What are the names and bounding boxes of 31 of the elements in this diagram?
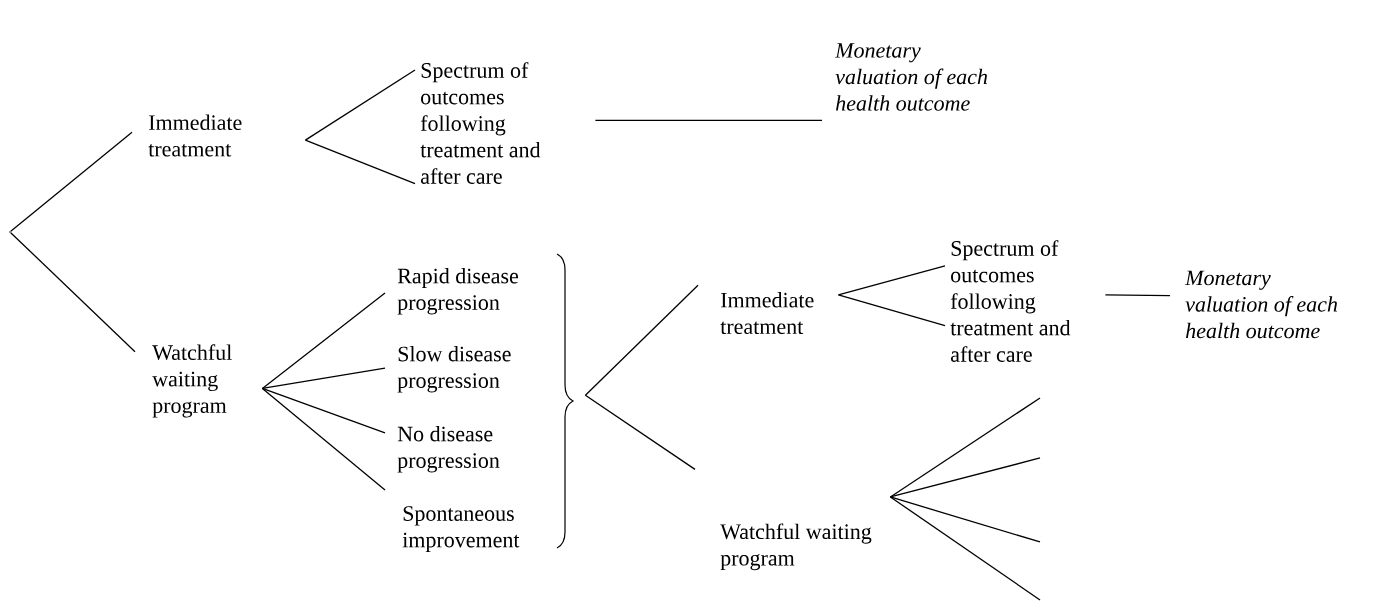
- branch-line: [584, 284, 699, 396]
- branch-line: [594, 119, 823, 122]
- branch-line: [889, 496, 1041, 543]
- branch-line: [889, 457, 1041, 498]
- branch-line: [304, 69, 416, 141]
- branch-label: Watchful waiting program: [720, 523, 872, 571]
- branch-label: Spectrum of outcomes following treatment and after care: [420, 62, 541, 184]
- branch-label: Slow disease progression: [397, 345, 511, 393]
- branch-label: Immediate treatment: [720, 292, 814, 335]
- branch-line: [261, 367, 386, 390]
- branch-label: No disease progression: [397, 425, 500, 473]
- branch-line: [889, 496, 1041, 601]
- branch-line: [1104, 294, 1171, 297]
- branch-line: [889, 397, 1041, 498]
- branch-line: [837, 294, 946, 327]
- branch-line: [10, 131, 133, 232]
- branch-line: [261, 387, 386, 491]
- curly-brace: [556, 253, 574, 549]
- branch-label: Rapid disease progression: [397, 267, 519, 315]
- branch-line: [261, 292, 386, 390]
- branch-label: Monetary valuation of each health outcome: [1184, 270, 1338, 339]
- branch-label: Watchful waiting program: [152, 344, 232, 418]
- branch-line: [304, 139, 416, 185]
- branch-label: Monetary valuation of each health outcome: [834, 43, 988, 111]
- branch-label: Spectrum of outcomes following treatment and after care: [950, 240, 1071, 362]
- branch-line: [837, 265, 946, 296]
- branch-line: [261, 387, 386, 434]
- branch-label: Spontaneous improvement: [402, 506, 520, 552]
- branch-line: [584, 394, 696, 470]
- branch-label: Immediate treatment: [148, 114, 242, 157]
- branch-line: [10, 232, 136, 353]
